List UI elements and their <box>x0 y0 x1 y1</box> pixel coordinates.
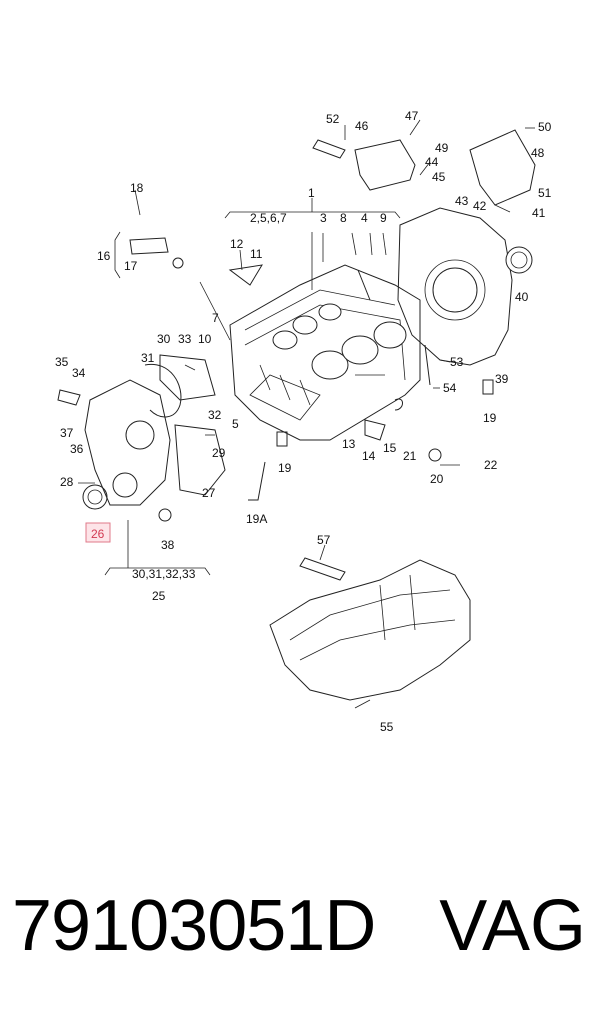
timing-cover <box>82 363 182 510</box>
upper-cover <box>159 354 226 496</box>
callout-5: 5 <box>232 417 239 431</box>
callout-19-a: 19 <box>278 461 292 475</box>
oil-pan <box>269 559 471 701</box>
callout-labels: 1 2,5,6,7 3 4 5 7 8 9 10 11 12 13 14 15 … <box>55 109 552 734</box>
footer: 79103051D VAG <box>0 890 600 990</box>
callout-1: 1 <box>308 186 315 200</box>
callout-11: 11 <box>250 247 263 261</box>
callout-8: 8 <box>340 211 347 225</box>
callout-30-31-32-33: 30,31,32,33 <box>132 567 196 581</box>
callout-42: 42 <box>473 199 487 213</box>
callout-33: 33 <box>178 332 192 346</box>
callout-41: 41 <box>532 206 546 220</box>
callout-30: 30 <box>157 332 171 346</box>
callout-35: 35 <box>55 355 69 369</box>
exploded-parts-diagram: 1 2,5,6,7 3 4 5 7 8 9 10 11 12 13 14 15 … <box>55 109 552 734</box>
callout-55: 55 <box>380 720 394 734</box>
callout-52: 52 <box>326 112 340 126</box>
callout-45: 45 <box>432 170 446 184</box>
highlight-box-26 <box>85 522 111 543</box>
callout-39: 39 <box>495 372 509 386</box>
callout-28: 28 <box>60 475 74 489</box>
callout-17: 17 <box>124 259 138 273</box>
callout-37: 37 <box>60 426 74 440</box>
callout-14: 14 <box>362 449 376 463</box>
group-brackets <box>104 198 401 576</box>
callout-29: 29 <box>212 446 226 460</box>
callout-54: 54 <box>443 381 457 395</box>
callout-57: 57 <box>317 533 331 547</box>
callout-10: 10 <box>198 332 212 346</box>
part-number: 79103051D <box>12 886 376 966</box>
callout-2-5-6-7: 2,5,6,7 <box>250 211 287 225</box>
brand: VAG <box>439 886 586 966</box>
callout-4: 4 <box>361 211 368 225</box>
leader-lines <box>78 119 535 709</box>
callout-38: 38 <box>161 538 175 552</box>
small-parts <box>57 139 494 581</box>
callout-13: 13 <box>342 437 356 451</box>
callout-50: 50 <box>538 120 552 134</box>
callout-31: 31 <box>141 351 155 365</box>
callout-51: 51 <box>538 186 552 200</box>
callout-48: 48 <box>531 146 545 160</box>
callout-22: 22 <box>484 458 498 472</box>
callout-21: 21 <box>403 449 417 463</box>
callout-47: 47 <box>405 109 419 123</box>
callout-7: 7 <box>212 311 219 325</box>
callout-32: 32 <box>208 408 222 422</box>
callout-44: 44 <box>425 155 439 169</box>
engine-block <box>229 264 421 441</box>
callout-16: 16 <box>97 249 111 263</box>
callout-36: 36 <box>70 442 84 456</box>
callout-49: 49 <box>435 141 449 155</box>
callout-15: 15 <box>383 441 397 455</box>
callout-20: 20 <box>430 472 444 486</box>
callout-43: 43 <box>455 194 469 208</box>
callout-25: 25 <box>152 589 166 603</box>
upper-right-covers <box>354 129 536 206</box>
callout-34: 34 <box>72 366 86 380</box>
callout-3: 3 <box>320 211 327 225</box>
callout-53: 53 <box>450 355 464 369</box>
callout-46: 46 <box>355 119 369 133</box>
callout-9: 9 <box>380 211 387 225</box>
callout-40: 40 <box>515 290 529 304</box>
flywheel-housing <box>397 207 533 366</box>
callout-18: 18 <box>130 181 144 195</box>
callout-27: 27 <box>202 486 216 500</box>
callout-19A: 19A <box>246 512 267 526</box>
callout-26-highlighted: 26 <box>91 527 105 541</box>
callout-12: 12 <box>230 237 244 251</box>
callout-19-b: 19 <box>483 411 497 425</box>
